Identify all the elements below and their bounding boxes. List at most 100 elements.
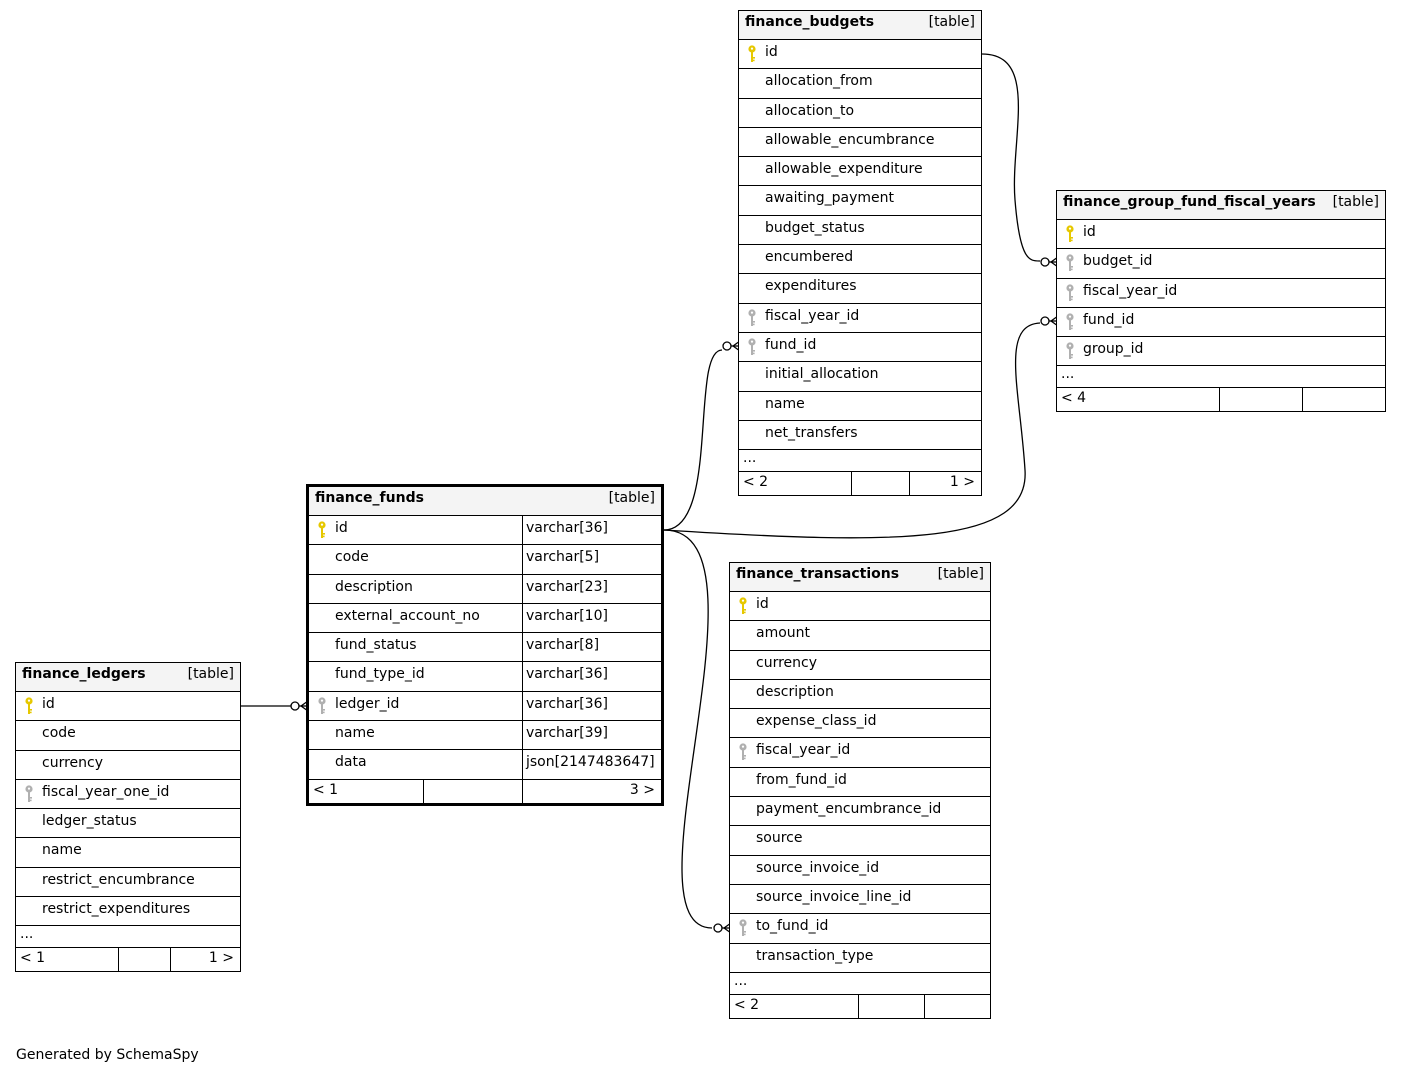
- column-row[interactable]: description: [730, 678, 990, 708]
- column-row[interactable]: expenditures: [739, 273, 981, 302]
- column-type: varchar[8]: [526, 637, 600, 654]
- parent-count[interactable]: < 1: [313, 781, 339, 798]
- column-type: varchar[39]: [526, 725, 608, 742]
- child-count[interactable]: 1 >: [208, 950, 234, 967]
- column-row[interactable]: encumbered: [739, 244, 981, 273]
- parent-count[interactable]: < 2: [743, 474, 769, 491]
- column-row[interactable]: amount: [730, 620, 990, 649]
- foreign-key-icon: [318, 697, 326, 714]
- column-row[interactable]: source_invoice_id: [730, 854, 990, 884]
- edge-budgets-groupfund: [981, 53, 1041, 262]
- table-header: finance_funds[table]: [309, 487, 661, 515]
- parent-count[interactable]: < 4: [1061, 390, 1087, 407]
- table-finance-transactions[interactable]: finance_transactions [table] id amount curre…: [729, 562, 991, 1019]
- column-row[interactable]: source_invoice_line_id: [730, 883, 990, 913]
- column-row[interactable]: net_transfers: [739, 419, 981, 449]
- column-name: name: [335, 725, 375, 742]
- column-row[interactable]: group_id: [1057, 336, 1385, 365]
- column-name: currency: [42, 754, 103, 771]
- column-row[interactable]: restrict_expenditures: [16, 896, 240, 925]
- column-row[interactable]: currency: [16, 749, 240, 779]
- table-kind-label: [table]: [937, 566, 984, 582]
- column-row[interactable]: fiscal_year_id: [739, 302, 981, 332]
- column-row[interactable]: fiscal_year_id: [730, 737, 990, 766]
- column-row[interactable]: name: [739, 390, 981, 420]
- column-row[interactable]: fiscal_year_id: [1057, 277, 1385, 307]
- column-divider: [522, 516, 523, 545]
- primary-key-icon: [739, 597, 747, 614]
- column-row[interactable]: initial_allocation: [739, 361, 981, 390]
- column-type: varchar[36]: [526, 695, 608, 712]
- parent-count[interactable]: < 1: [20, 950, 46, 967]
- table-name: finance_transactions: [736, 566, 900, 582]
- more-columns-indicator: ...: [16, 925, 240, 947]
- child-count[interactable]: 3 >: [629, 781, 655, 798]
- column-row[interactable]: fund_id: [1057, 306, 1385, 336]
- column-row[interactable]: from_fund_id: [730, 766, 990, 796]
- column-row[interactable]: allowable_expenditure: [739, 156, 981, 185]
- column-row[interactable]: name: [16, 837, 240, 866]
- column-row[interactable]: ledger_id varchar[36]: [309, 690, 661, 721]
- column-row[interactable]: allocation_from: [739, 68, 981, 97]
- column-divider: [522, 545, 523, 574]
- table-name: finance_ledgers: [22, 666, 146, 682]
- column-row[interactable]: payment_encumbrance_id: [730, 796, 990, 825]
- column-row[interactable]: id: [16, 691, 240, 720]
- column-name: source_invoice_id: [756, 859, 880, 876]
- column-row[interactable]: id: [739, 39, 981, 68]
- more-columns-indicator: ...: [739, 449, 981, 471]
- column-row[interactable]: allowable_encumbrance: [739, 126, 981, 156]
- parent-count[interactable]: < 2: [734, 996, 760, 1013]
- column-row[interactable]: restrict_encumbrance: [16, 866, 240, 896]
- column-row[interactable]: code: [16, 720, 240, 749]
- column-name: expense_class_id: [756, 713, 877, 730]
- column-row[interactable]: expense_class_id: [730, 708, 990, 737]
- column-name: allowable_encumbrance: [765, 131, 935, 148]
- column-name: to_fund_id: [756, 918, 829, 935]
- column-name: fiscal_year_id: [1083, 282, 1178, 299]
- foreign-key-icon: [25, 785, 33, 802]
- column-row[interactable]: source: [730, 825, 990, 854]
- column-row[interactable]: allocation_to: [739, 97, 981, 127]
- table-header: finance_transactions [table]: [730, 563, 990, 591]
- column-divider: [522, 574, 523, 603]
- column-name: description: [756, 683, 834, 700]
- footer-divider: [1219, 388, 1220, 412]
- table-finance-group-fund-fiscal-years[interactable]: finance_group_fund_fiscal_years[table]id…: [1056, 190, 1386, 413]
- column-row[interactable]: id: [730, 591, 990, 620]
- table-footer: < 1 1 >: [16, 947, 240, 972]
- column-row[interactable]: awaiting_payment: [739, 185, 981, 214]
- foreign-key-icon: [1066, 313, 1074, 330]
- column-row[interactable]: name varchar[39]: [309, 720, 661, 750]
- column-name: budget_status: [765, 219, 865, 236]
- column-name: ledger_id: [335, 695, 400, 712]
- column-row[interactable]: budget_status: [739, 214, 981, 244]
- column-name: allocation_from: [765, 73, 873, 90]
- child-count[interactable]: 1 >: [949, 474, 975, 491]
- column-name: restrict_expenditures: [42, 901, 191, 918]
- column-row[interactable]: budget_id: [1057, 248, 1385, 277]
- table-name: finance_group_fund_fiscal_years: [1063, 194, 1316, 210]
- column-divider: [522, 662, 523, 691]
- column-row[interactable]: transaction_type: [730, 942, 990, 972]
- ellipsis-text: ...: [20, 926, 34, 943]
- column-row[interactable]: ledger_status: [16, 808, 240, 837]
- column-row[interactable]: to_fund_id: [730, 913, 990, 942]
- ellipsis-text: ...: [734, 972, 748, 989]
- column-row[interactable]: fund_id: [739, 331, 981, 361]
- column-row[interactable]: currency: [730, 649, 990, 679]
- column-row[interactable]: fiscal_year_one_id: [16, 778, 240, 808]
- column-row[interactable]: id: [1057, 219, 1385, 248]
- column-name: amount: [756, 625, 811, 642]
- footer-divider: [423, 779, 424, 803]
